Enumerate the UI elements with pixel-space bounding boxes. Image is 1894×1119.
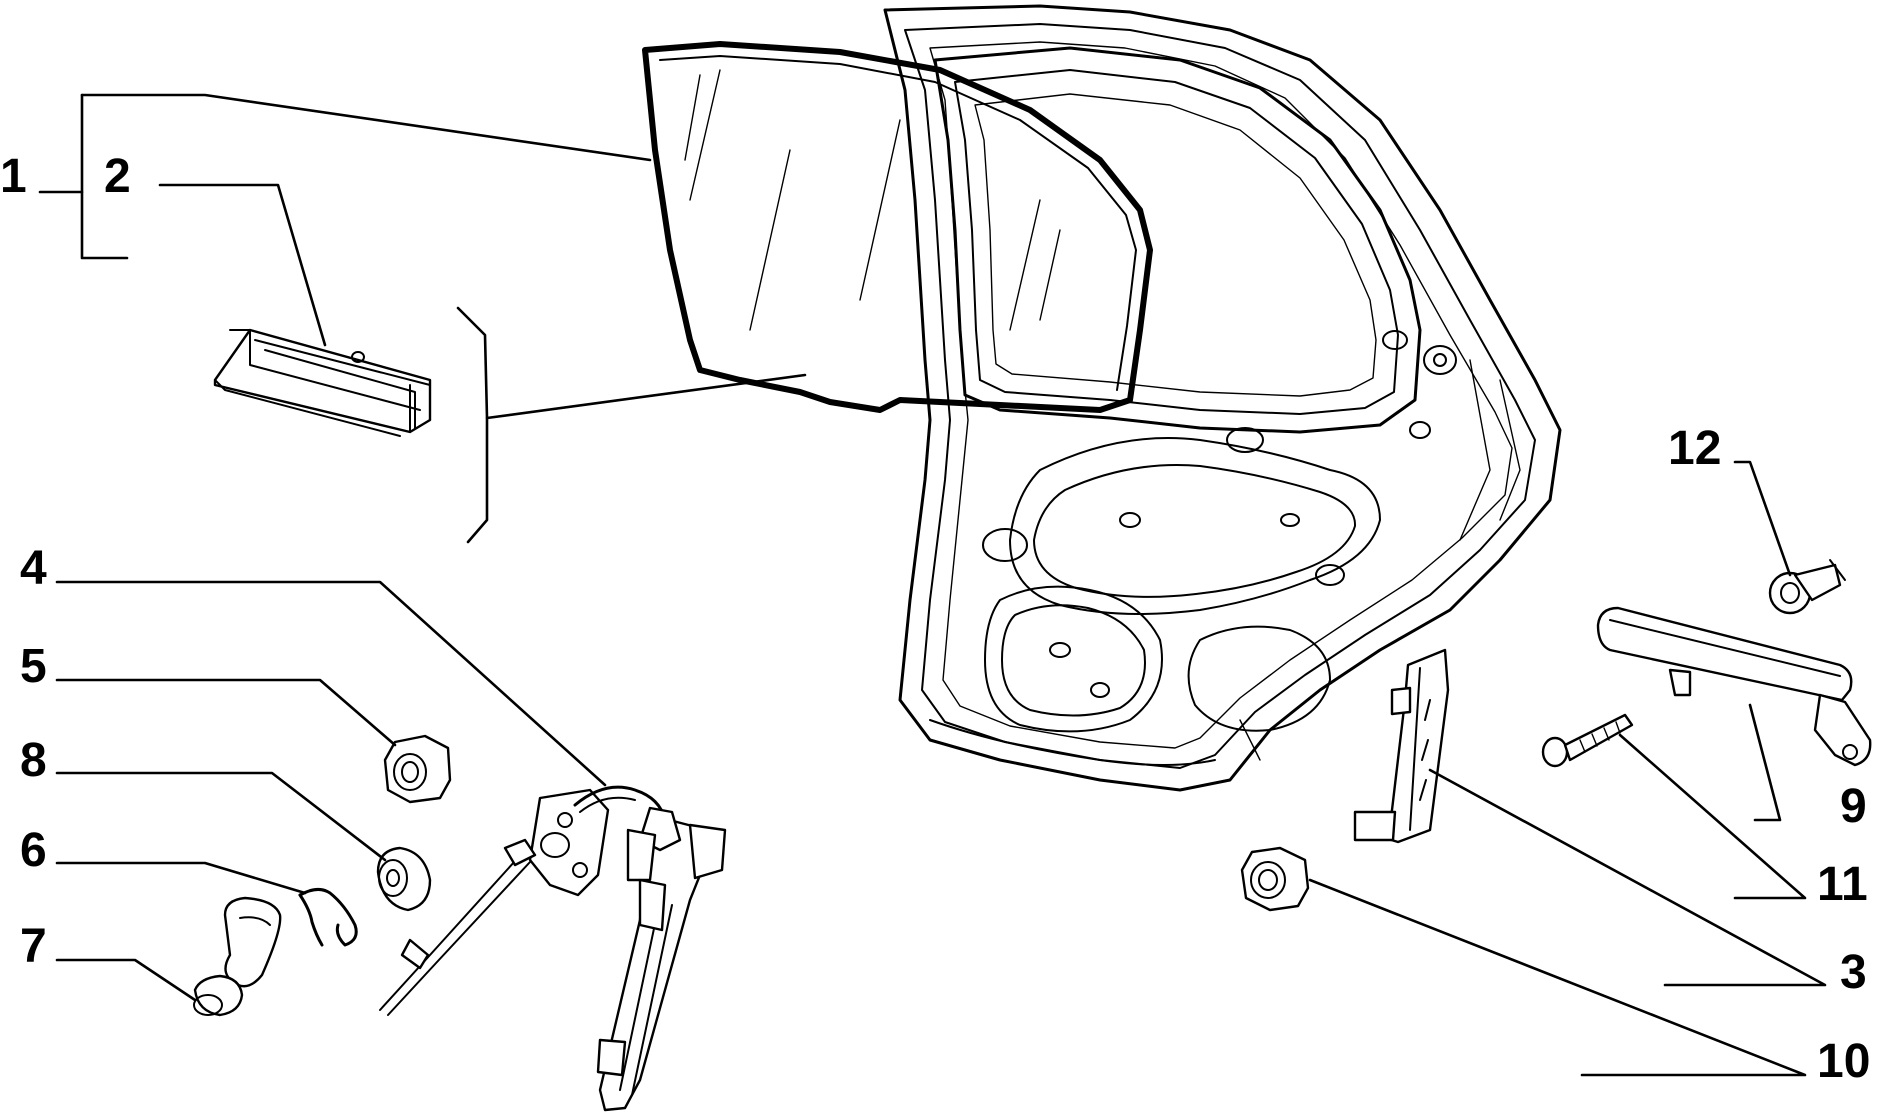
bushing-8 [376, 846, 432, 912]
callout-4: 4 [20, 542, 47, 595]
window-glass [642, 41, 1153, 413]
guide-rail-3 [1353, 648, 1450, 844]
plug-12 [1768, 559, 1846, 615]
leader-lines [38, 93, 1827, 1077]
glass-channel [213, 328, 432, 437]
window-regulator-4 [379, 785, 727, 1112]
door-shell [883, 4, 1562, 792]
callout-10: 10 [1817, 1035, 1870, 1088]
callout-11: 11 [1817, 858, 1868, 911]
callout-5: 5 [20, 640, 47, 693]
callout-2: 2 [104, 150, 131, 203]
callout-3: 3 [1840, 946, 1867, 999]
screw-11 [1541, 713, 1634, 768]
callout-8: 8 [20, 734, 47, 787]
callout-12: 12 [1668, 422, 1721, 475]
nut-5 [383, 734, 452, 804]
callout-9: 9 [1840, 780, 1867, 833]
callout-labels: 1 2 4 5 8 6 7 12 9 11 3 10 [0, 150, 1870, 1088]
nut-10 [1240, 846, 1310, 912]
callout-1: 1 [0, 150, 27, 203]
window-crank-7 [193, 896, 282, 1017]
callout-6: 6 [20, 824, 47, 877]
spring-clip-6 [298, 888, 358, 947]
callout-7: 7 [20, 920, 47, 973]
inner-handle-9 [1596, 606, 1872, 767]
